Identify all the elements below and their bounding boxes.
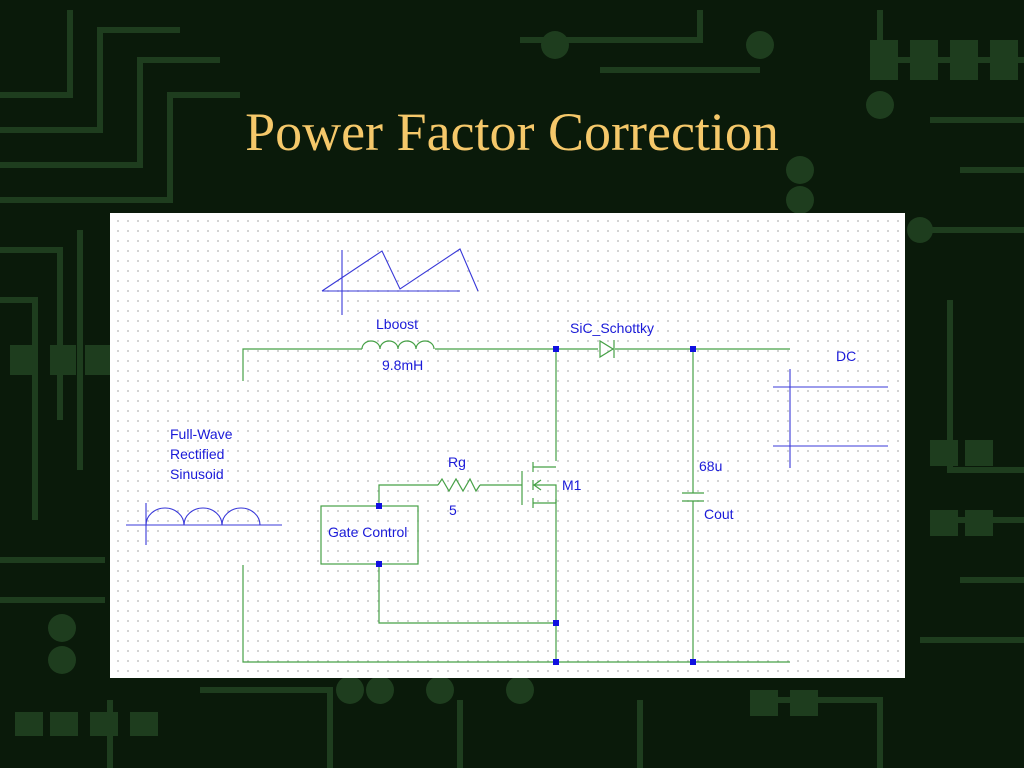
diode-name: SiC_Schottky [570,320,654,336]
junction-node [690,659,696,665]
junction-nodes [376,346,696,665]
capacitor-value: 68u [699,458,722,474]
inductor-name: Lboost [376,316,418,332]
schematic-panel: Lboost 9.8mH SiC_Schottky Full-Wave Rect… [110,213,905,678]
resistor-rg [437,477,481,493]
junction-node [553,620,559,626]
dc-output-waveform [773,369,888,468]
mosfet-name: M1 [562,477,582,493]
inductor-value: 9.8mH [382,357,423,373]
junction-node [553,659,559,665]
mosfet-m1 [521,462,557,508]
junction-node [690,346,696,352]
circuit-wires [242,348,790,663]
source-label-line3: Sinusoid [170,466,224,482]
diode-sic-schottky [599,339,615,359]
gate-control-block [320,505,419,565]
source-label-line1: Full-Wave [170,426,233,442]
capacitor-name: Cout [704,506,734,522]
resistor-name: Rg [448,454,466,470]
slide-title: Power Factor Correction [245,102,779,162]
junction-node [376,561,382,567]
pfc-boost-schematic: Lboost 9.8mH SiC_Schottky Full-Wave Rect… [126,248,888,665]
junction-node [553,346,559,352]
capacitor-cout [682,492,704,502]
gate-control-label: Gate Control [328,524,407,540]
junction-node [376,503,382,509]
inductor-lboost [361,340,435,350]
dc-output-label: DC [836,348,856,364]
rectified-sinusoid-source [126,503,282,545]
resistor-value: 5 [449,502,457,518]
source-label-line2: Rectified [170,446,224,462]
inductor-current-waveform [321,248,479,315]
